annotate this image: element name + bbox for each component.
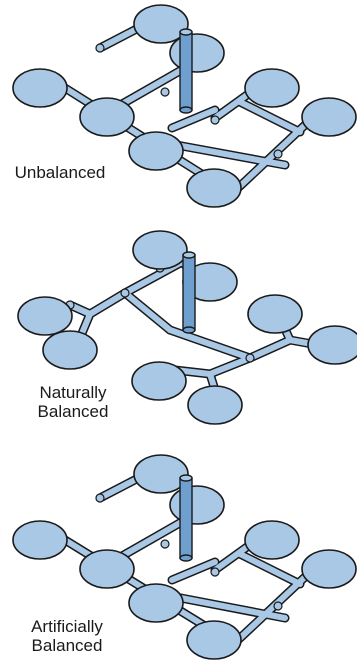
- cavity-disc: [169, 485, 225, 525]
- runner: [112, 517, 188, 563]
- cavity-disc: [17, 296, 73, 336]
- cavity-disc: [244, 520, 300, 560]
- cavity-disc: [133, 454, 189, 494]
- cavity-disc: [79, 549, 135, 589]
- runner-joint: [120, 288, 130, 298]
- label-artificially-balanced: Artificially Balanced: [31, 617, 103, 655]
- cavity-disc: [244, 68, 300, 108]
- cavity-disc: [301, 549, 357, 589]
- sprue: [179, 28, 193, 114]
- cavity-disc: [128, 583, 184, 623]
- runner: [207, 355, 253, 377]
- cavity-disc: [169, 33, 225, 73]
- cavity-disc: [307, 325, 357, 365]
- panel-naturally-balanced: [17, 230, 357, 425]
- cavity-disc: [128, 131, 184, 171]
- runner: [247, 337, 293, 361]
- runner: [237, 551, 303, 587]
- cavity-disc: [12, 68, 68, 108]
- runner: [235, 574, 308, 643]
- cavity-disc: [132, 230, 188, 270]
- runner: [235, 122, 308, 191]
- runner-joint: [95, 43, 105, 53]
- runner-joint: [95, 493, 105, 503]
- sprue: [182, 251, 196, 334]
- label-unbalanced: Unbalanced: [14, 163, 106, 182]
- runner: [112, 65, 188, 111]
- sprue: [179, 474, 193, 562]
- runner-joint: [160, 539, 170, 549]
- cavity-disc: [131, 361, 187, 401]
- cavity-disc: [301, 97, 357, 137]
- cavity-disc: [186, 620, 242, 660]
- runner: [237, 99, 303, 135]
- runner-joint: [273, 149, 283, 159]
- cavity-disc: [187, 385, 243, 425]
- runner-joint: [273, 601, 283, 611]
- cavity-disc: [247, 294, 303, 334]
- runner: [169, 559, 218, 583]
- runner-joint: [210, 115, 220, 125]
- runner: [87, 290, 128, 317]
- cavity-disc: [79, 97, 135, 137]
- panel-artificially-balanced: [12, 454, 357, 660]
- runner: [167, 327, 253, 361]
- runner-joint: [160, 87, 170, 97]
- cavity-disc: [42, 330, 98, 370]
- cavity-disc: [133, 4, 189, 44]
- runner-joint: [245, 353, 255, 363]
- cavity-disc: [186, 168, 242, 208]
- runner: [169, 107, 218, 131]
- panel-unbalanced: [12, 4, 357, 208]
- runner: [122, 290, 173, 333]
- cavity-disc: [12, 520, 68, 560]
- runner-joint: [210, 567, 220, 577]
- label-naturally-balanced: Naturally Balanced: [37, 383, 109, 421]
